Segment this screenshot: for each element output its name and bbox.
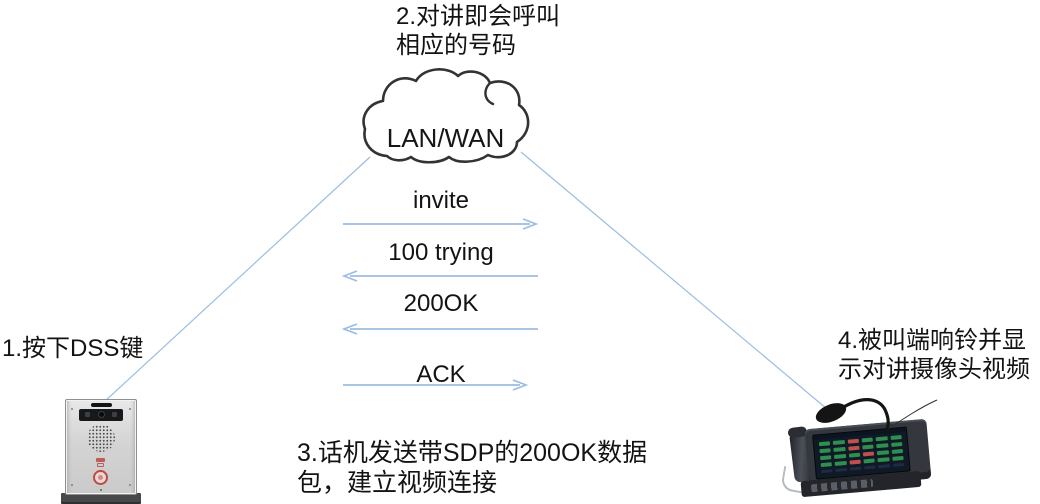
note-step4-line1: 4.被叫端响铃并显 <box>838 327 1027 354</box>
intercom-speaker-grille <box>87 424 115 452</box>
screw-icon <box>71 408 73 410</box>
note-step2-line2: 相应的号码 <box>396 32 516 59</box>
arrow-ack <box>343 379 529 391</box>
cloud-label: LAN/WAN <box>386 123 505 153</box>
message-200ok: 200OK <box>403 290 479 317</box>
arrow-100-trying <box>341 270 538 282</box>
lan-wan-cloud <box>362 68 530 164</box>
camera-led-left <box>85 412 90 417</box>
connector-cloud-to-intercom <box>103 156 371 403</box>
video-phone-device <box>780 392 956 504</box>
screw-icon <box>71 484 73 486</box>
mic-windscreen <box>815 403 847 423</box>
screw-icon <box>129 484 131 486</box>
intercom-base <box>61 493 141 502</box>
note-step4-line2: 示对讲摄像头视频 <box>838 356 1030 383</box>
note-step2: 2.对讲即会呼叫 相应的号码 <box>396 2 560 60</box>
note-step2-line1: 2.对讲即会呼叫 <box>396 3 561 30</box>
intercom-bell-icon <box>97 463 104 467</box>
note-step3-line2: 包，建立视频连接 <box>297 469 498 497</box>
arrow-invite <box>343 218 539 230</box>
arrow-200ok <box>341 323 538 335</box>
intercom-call-button <box>93 470 108 485</box>
intercom-device <box>61 399 141 503</box>
connector-cloud-to-phone <box>520 151 828 410</box>
camera-lens <box>98 411 105 418</box>
note-step4: 4.被叫端响铃并显 示对讲摄像头视频 <box>838 326 1030 384</box>
camera-led-right <box>112 412 117 417</box>
note-step1: 1.按下DSS键 <box>2 335 144 362</box>
intercom-camera-module <box>79 409 123 421</box>
message-invite: invite <box>412 187 470 214</box>
note-step3-line1: 3.话机发送带SDP的200OK数据 <box>297 439 648 467</box>
note-step3: 3.话机发送带SDP的200OK数据 包，建立视频连接 <box>297 438 647 498</box>
message-ack: ACK <box>416 361 466 388</box>
message-100-trying: 100 trying <box>388 239 494 266</box>
intercom-panel <box>65 399 137 495</box>
gooseneck-microphone <box>815 398 938 435</box>
screw-icon <box>129 408 131 410</box>
intercom-mic-hole <box>100 489 102 491</box>
intercom-speaker-slot <box>91 403 112 407</box>
intercom-label-icon <box>96 458 105 462</box>
